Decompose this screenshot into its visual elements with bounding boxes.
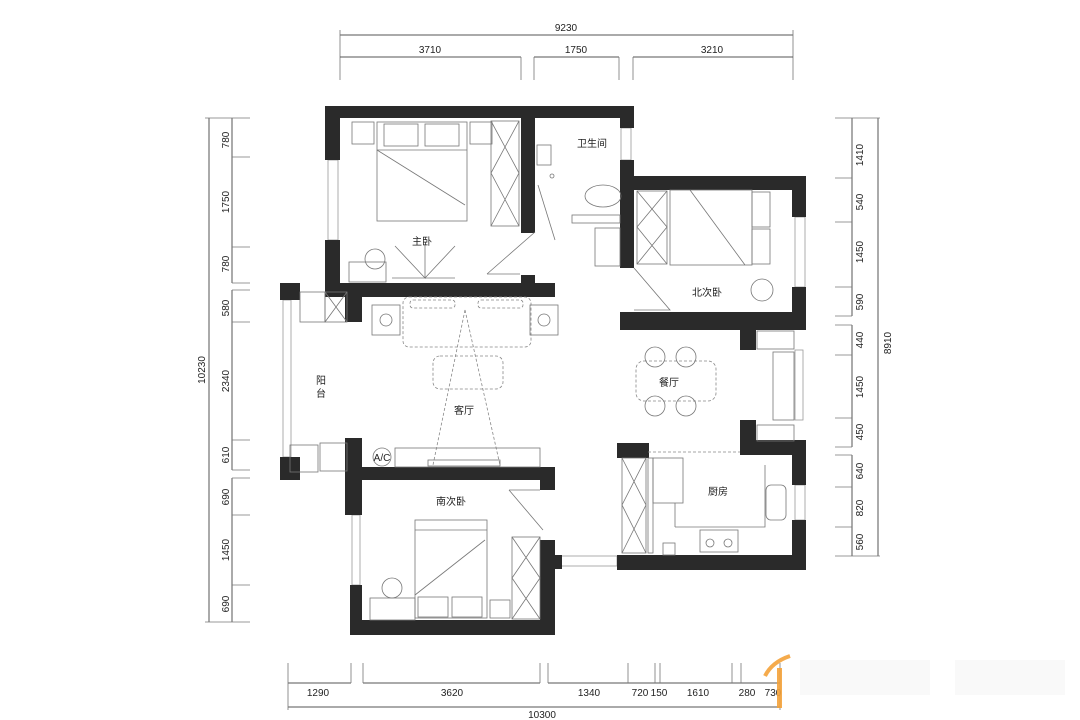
dim-top-1: 1750 (565, 45, 588, 56)
dim-left-8: 690 (221, 595, 232, 612)
dim-bottom-5: 1610 (687, 688, 710, 699)
top-dimensions: 9230 3710 1750 3210 (339, 23, 794, 80)
label-master-bedroom: 主卧 (412, 235, 432, 248)
master-bed (376, 121, 468, 222)
walls (280, 106, 806, 635)
dim-right-1: 540 (855, 193, 866, 210)
windows (282, 127, 806, 586)
dim-top-2: 3210 (701, 45, 724, 56)
label-kitchen: 厨房 (708, 485, 728, 498)
dim-right-6: 450 (855, 423, 866, 440)
room-labels: 主卧 卫生间 北次卧 阳 台 客厅 餐厅 厨房 南次卧 (316, 137, 728, 508)
dim-bottom-2: 1340 (578, 688, 601, 699)
sofa (402, 296, 532, 348)
label-dining-room: 餐厅 (659, 376, 679, 389)
ac-label: A/C (374, 453, 391, 464)
dim-left-2: 780 (221, 255, 232, 272)
dim-bottom-total: 10300 (528, 710, 556, 720)
dim-left-7: 1450 (221, 538, 232, 561)
dim-right-2: 1450 (855, 240, 866, 263)
label-south-bedroom: 南次卧 (436, 495, 466, 508)
dim-right-9: 560 (855, 533, 866, 550)
dim-bottom-0: 1290 (307, 688, 330, 699)
dim-bottom-6: 280 (739, 688, 756, 699)
label-bathroom: 卫生间 (577, 137, 607, 150)
left-dimensions: 10230 780 1750 780 580 2340 610 690 1450… (197, 117, 250, 623)
dim-bottom-1: 3620 (441, 688, 464, 699)
watermark-logo (763, 654, 1065, 708)
dim-right-8: 820 (855, 499, 866, 516)
dim-bottom-4: 150 (651, 688, 668, 699)
ac-unit (372, 447, 392, 467)
dim-right-4: 440 (855, 331, 866, 348)
dim-left-0: 780 (221, 131, 232, 148)
bath-sink (594, 227, 621, 267)
dim-top-total: 9230 (555, 23, 578, 34)
dim-left-5: 610 (221, 446, 232, 463)
dim-left-total: 10230 (197, 356, 208, 384)
master-wardrobe (490, 120, 520, 227)
label-living-room: 客厅 (454, 404, 474, 417)
north-bed (669, 189, 753, 266)
furniture: A/C (289, 120, 795, 621)
dining-table (635, 360, 717, 402)
label-balcony-1: 阳 (316, 375, 326, 387)
dim-top-0: 3710 (419, 45, 442, 56)
label-balcony-2: 台 (316, 387, 326, 400)
dim-left-1: 1750 (221, 190, 232, 213)
dim-right-3: 590 (855, 293, 866, 310)
dim-right-7: 640 (855, 462, 866, 479)
dim-left-3: 580 (221, 299, 232, 316)
dim-bottom-7: 730 (765, 688, 782, 699)
dim-right-total: 8910 (883, 331, 894, 354)
coffee-table (432, 355, 504, 390)
dim-left-4: 2340 (221, 369, 232, 392)
south-bed (414, 519, 488, 619)
dim-right-5: 1450 (855, 375, 866, 398)
toilet (584, 184, 622, 208)
right-dimensions: 8910 1410 540 1450 590 440 1450 450 640 … (835, 117, 894, 557)
label-north-bedroom: 北次卧 (692, 286, 722, 299)
dim-right-0: 1410 (855, 143, 866, 166)
bottom-dimensions: 1290 3620 1340 720 150 1610 280 730 1030… (287, 663, 782, 720)
dim-bottom-3: 720 (632, 688, 649, 699)
dim-left-6: 690 (221, 488, 232, 505)
